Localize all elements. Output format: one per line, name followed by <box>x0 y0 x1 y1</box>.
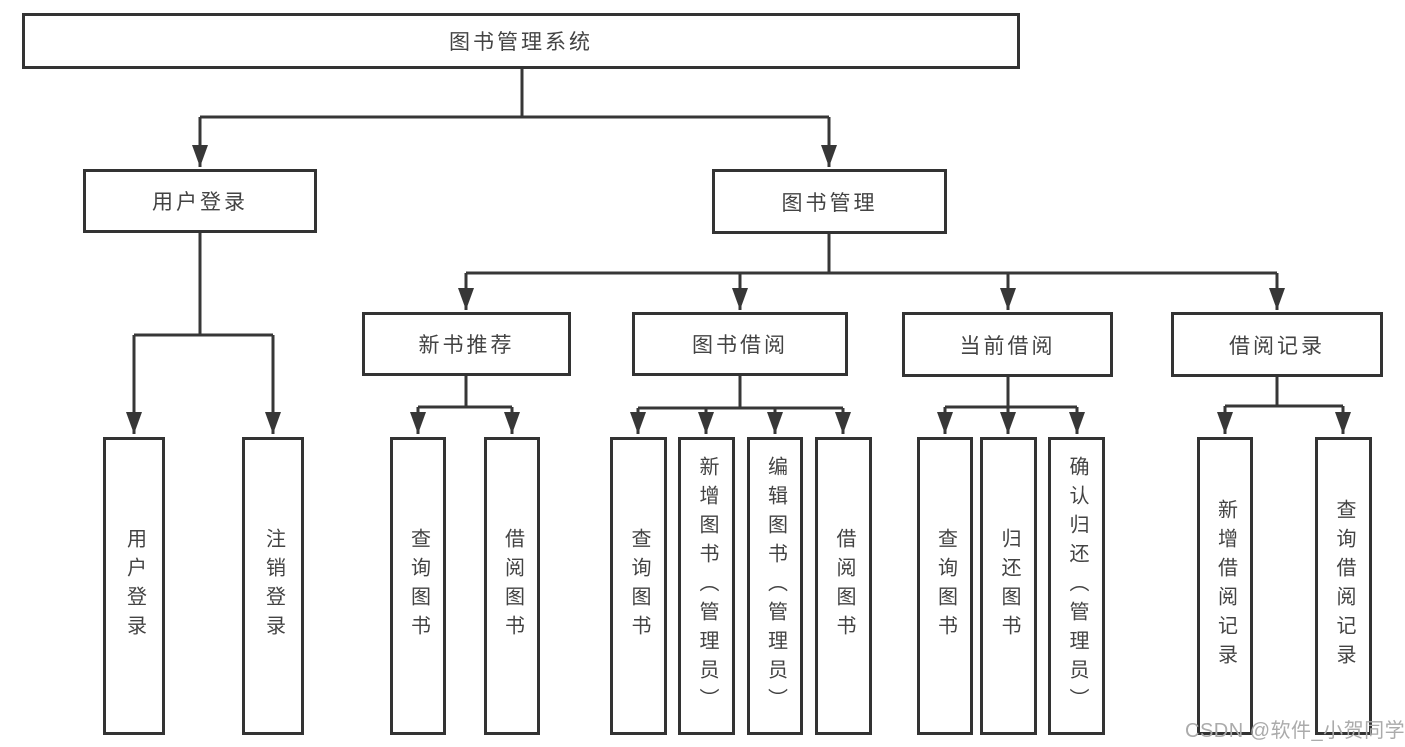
leaf-query-borrow-record-label: 查询借阅记录 <box>1333 499 1355 673</box>
node-borrowing-records-label: 借阅记录 <box>1229 334 1325 358</box>
leaf-query-borrow-record: 查询借阅记录 <box>1315 437 1372 735</box>
leaf-confirm-return-admin-label: 确认归还（管理员） <box>1066 455 1088 717</box>
node-book-management-label: 图书管理 <box>781 191 878 215</box>
leaf-edit-books-admin: 编辑图书（管理员） <box>747 437 803 735</box>
leaf-user-login: 用户登录 <box>103 437 165 735</box>
node-user-login: 用户登录 <box>83 169 317 233</box>
leaf-query-books-label: 查询图书 <box>628 528 650 644</box>
leaf-add-borrow-record-label: 新增借阅记录 <box>1214 499 1237 673</box>
node-book-borrowing: 图书借阅 <box>632 312 848 376</box>
leaf-return-books-label: 归还图书 <box>998 528 1020 644</box>
leaf-return-books: 归还图书 <box>980 437 1037 735</box>
leaf-query-books: 查询图书 <box>610 437 667 735</box>
node-new-book-recommend: 新书推荐 <box>362 312 571 376</box>
node-root: 图书管理系统 <box>22 13 1020 69</box>
leaf-query-books-label: 查询图书 <box>407 528 430 644</box>
leaf-borrow-books: 借阅图书 <box>815 437 872 735</box>
leaf-borrow-books: 借阅图书 <box>484 437 540 735</box>
leaf-query-books-label: 查询图书 <box>934 528 957 644</box>
node-borrowing-records: 借阅记录 <box>1171 312 1383 377</box>
node-root-label: 图书管理系统 <box>449 31 593 54</box>
leaf-edit-books-admin-label: 编辑图书（管理员） <box>764 455 787 717</box>
leaf-logout-login-label: 注销登录 <box>262 528 285 644</box>
leaf-add-books-admin: 新增图书（管理员） <box>678 437 735 735</box>
leaf-add-borrow-record: 新增借阅记录 <box>1197 437 1253 735</box>
leaf-borrow-books-label: 借阅图书 <box>501 528 524 644</box>
node-current-borrowing: 当前借阅 <box>902 312 1113 377</box>
watermark: CSDN @软件_小贺同学 <box>1185 720 1405 742</box>
leaf-query-books: 查询图书 <box>390 437 446 735</box>
node-user-login-label: 用户登录 <box>152 191 248 214</box>
node-book-borrowing-label: 图书借阅 <box>692 334 788 357</box>
leaf-borrow-books-label: 借阅图书 <box>833 528 855 644</box>
node-new-book-recommend-label: 新书推荐 <box>418 334 515 357</box>
leaf-logout-login: 注销登录 <box>242 437 304 735</box>
leaf-query-books: 查询图书 <box>917 437 973 735</box>
leaf-user-login-label: 用户登录 <box>123 528 146 644</box>
node-current-borrowing-label: 当前借阅 <box>959 334 1056 358</box>
node-book-management: 图书管理 <box>712 169 947 234</box>
leaf-add-books-admin-label: 新增图书（管理员） <box>696 455 718 717</box>
leaf-confirm-return-admin: 确认归还（管理员） <box>1048 437 1105 735</box>
